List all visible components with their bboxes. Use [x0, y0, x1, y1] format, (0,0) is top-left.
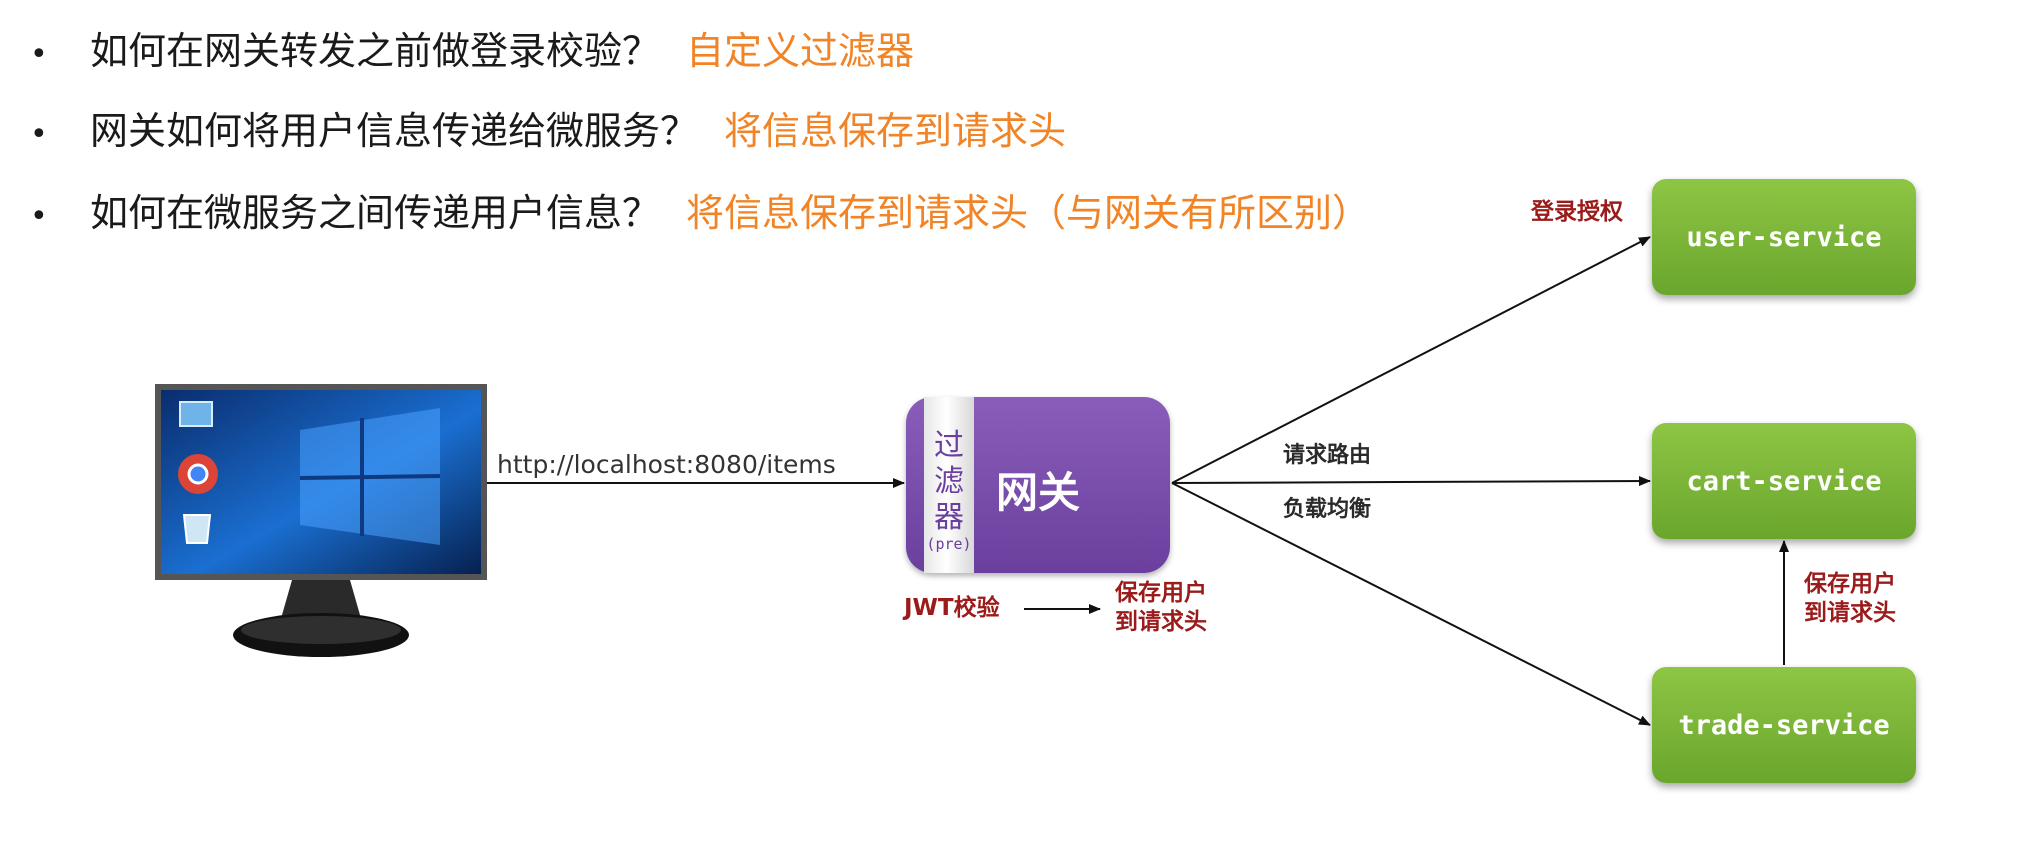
answer-text: 将信息保存到请求头 — [724, 109, 1067, 153]
filter-char: 器 — [934, 500, 964, 535]
question-text: 如何在网关转发之前做登录校验？ — [90, 29, 661, 73]
question-text: 如何在微服务之间传递用户信息？ — [90, 191, 661, 235]
trade-save-user-label: 保存用户 到请求头 — [1804, 571, 1896, 626]
save-user-label: 保存用户 到请求头 — [1115, 580, 1207, 635]
client-monitor-icon — [155, 384, 487, 657]
question-text: 网关如何将用户信息传递给微服务？ — [90, 109, 699, 153]
jwt-check-label: JWT校验 — [904, 595, 1000, 621]
gateway-to-cart-arrow — [1171, 476, 1651, 487]
route-label: 请求路由 — [1283, 443, 1372, 468]
gateway-to-user-arrow — [1171, 236, 1651, 484]
load-balance-label: 负载均衡 — [1283, 497, 1372, 522]
gateway-to-trade-arrow — [1171, 482, 1651, 726]
request-url-label: http://localhost:8080/items — [497, 450, 836, 479]
bullet-dot: • — [30, 37, 48, 72]
cart-service-box: cart-service — [1652, 423, 1916, 539]
gateway-box: 过 滤 器 (pre) 网关 — [906, 397, 1170, 573]
gateway-title: 网关 — [996, 468, 1081, 517]
trade-service-box: trade-service — [1652, 667, 1916, 783]
filter-char: 过 — [934, 428, 964, 463]
filter-column: 过 滤 器 (pre) — [924, 397, 974, 573]
bullet-dot: • — [30, 117, 48, 152]
login-auth-label: 登录授权 — [1531, 199, 1623, 225]
answer-text: 自定义过滤器 — [686, 29, 915, 73]
answer-text: 将信息保存到请求头（与网关有所区别） — [686, 191, 1371, 235]
filter-pre-label: (pre) — [926, 535, 972, 553]
user-service-box: user-service — [1652, 179, 1916, 295]
filter-char: 滤 — [934, 464, 964, 499]
bullet-dot: • — [30, 199, 48, 234]
